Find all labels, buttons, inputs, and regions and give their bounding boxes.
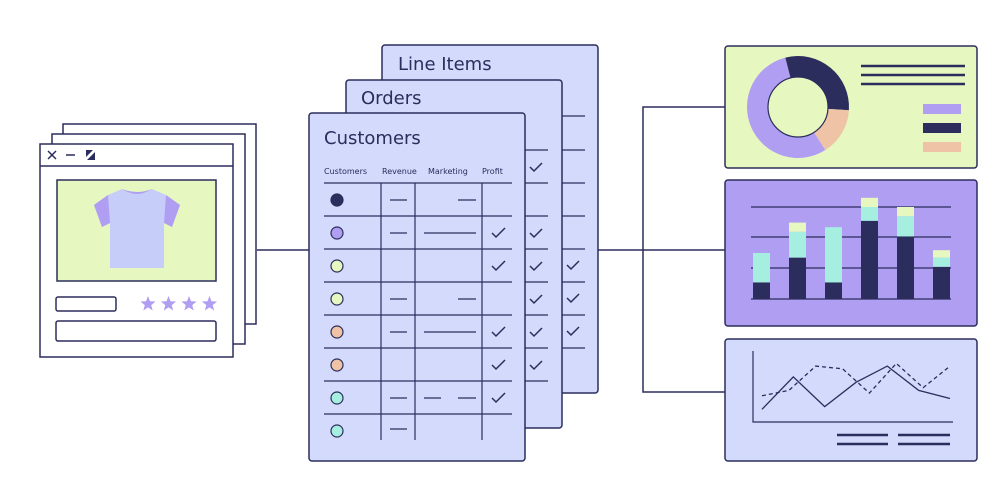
line-chart-axes bbox=[752, 351, 953, 423]
line-chart-panel bbox=[724, 338, 978, 462]
customer-dots bbox=[330, 193, 344, 438]
sheet-customers: Customers Customers Revenue Marketing Pr… bbox=[308, 112, 526, 462]
check-icon bbox=[529, 327, 543, 338]
check-icon bbox=[529, 228, 543, 239]
check-icon bbox=[491, 359, 506, 371]
donut-slice bbox=[747, 57, 826, 158]
product-window-stack bbox=[39, 123, 257, 358]
line-series-solid bbox=[761, 365, 951, 410]
bar-segment bbox=[825, 227, 842, 283]
star-icon[interactable] bbox=[160, 296, 177, 311]
product-title-field[interactable] bbox=[55, 296, 117, 312]
column-header-profit: Profit bbox=[482, 167, 503, 176]
resize-icon[interactable] bbox=[86, 150, 95, 160]
customer-dot bbox=[330, 226, 344, 240]
check-icon bbox=[566, 260, 580, 271]
bar-segment bbox=[789, 231, 806, 258]
sheet-title-customers: Customers bbox=[324, 128, 421, 149]
bar-segment bbox=[861, 197, 878, 207]
donut-slice bbox=[814, 108, 849, 151]
stacked-bars bbox=[753, 197, 950, 299]
bar-segment bbox=[897, 207, 914, 217]
product-description-field[interactable] bbox=[55, 320, 217, 342]
t-shirt-icon bbox=[94, 189, 180, 268]
check-icon bbox=[491, 260, 506, 272]
bar-chart-gridlines bbox=[751, 206, 951, 300]
column-header-revenue: Revenue bbox=[382, 167, 417, 176]
legend-swatch-peach bbox=[923, 142, 961, 152]
customer-dot bbox=[330, 292, 344, 306]
donut-chart bbox=[747, 55, 850, 158]
customer-dot bbox=[330, 358, 344, 372]
donut-slice bbox=[785, 55, 850, 111]
check-icon bbox=[491, 326, 506, 338]
check-icon bbox=[529, 360, 543, 371]
connector-lines bbox=[257, 106, 725, 393]
customer-dot bbox=[330, 424, 344, 438]
column-header-marketing: Marketing bbox=[428, 167, 468, 176]
bar-segment bbox=[789, 222, 806, 232]
star-icon[interactable] bbox=[140, 296, 156, 311]
bar-segment bbox=[933, 257, 950, 267]
bar-segment bbox=[897, 236, 914, 299]
legend-swatch-violet bbox=[923, 104, 961, 114]
close-icon[interactable] bbox=[47, 150, 57, 160]
check-icon bbox=[529, 294, 543, 305]
bar-segment bbox=[825, 282, 842, 299]
customers-grid bbox=[324, 182, 512, 440]
rating-stars[interactable] bbox=[140, 296, 218, 311]
check-icon bbox=[529, 162, 543, 173]
line-items-rows bbox=[560, 115, 585, 349]
sheet-title-line-items: Line Items bbox=[398, 54, 492, 75]
product-window bbox=[39, 143, 234, 358]
customer-dot bbox=[330, 325, 344, 339]
customers-checks bbox=[491, 227, 506, 404]
sheet-title-orders: Orders bbox=[361, 88, 422, 109]
check-icon bbox=[491, 227, 506, 239]
star-icon[interactable] bbox=[201, 296, 218, 311]
bar-segment bbox=[933, 250, 950, 258]
legend-swatch-navy bbox=[923, 123, 961, 133]
check-icon bbox=[566, 293, 580, 304]
line-chart-legend-lines bbox=[837, 433, 950, 446]
bar-segment bbox=[753, 253, 770, 283]
bar-segment bbox=[753, 282, 770, 299]
donut-hole bbox=[767, 76, 829, 138]
line-series-dashed bbox=[761, 362, 951, 397]
check-icon bbox=[491, 392, 506, 404]
customers-cell-dashes bbox=[390, 199, 476, 430]
bar-segment bbox=[861, 220, 878, 299]
column-header-customers: Customers bbox=[324, 167, 367, 176]
bar-segment bbox=[897, 216, 914, 237]
donut-text-lines bbox=[861, 64, 965, 86]
bar-segment bbox=[861, 207, 878, 221]
bar-segment bbox=[789, 257, 806, 299]
customer-dot bbox=[330, 193, 344, 207]
star-icon[interactable] bbox=[181, 296, 197, 311]
customer-dot bbox=[330, 391, 344, 405]
bar-chart-panel bbox=[724, 179, 978, 327]
bar-segment bbox=[933, 266, 950, 299]
customer-dot bbox=[330, 259, 344, 273]
line-series bbox=[761, 362, 951, 410]
orders-checks bbox=[529, 162, 543, 371]
orders-rows bbox=[525, 149, 548, 382]
check-icon bbox=[566, 326, 580, 337]
check-icon bbox=[529, 261, 543, 272]
line-items-checks bbox=[566, 260, 580, 337]
donut-chart-panel bbox=[724, 45, 978, 169]
